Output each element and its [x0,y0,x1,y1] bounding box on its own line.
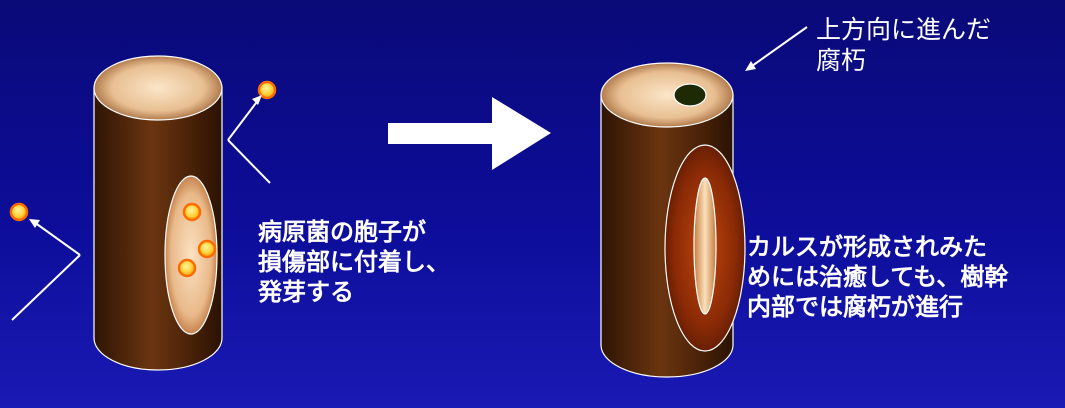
wound-slit [693,177,717,315]
pointer-arrow-icon [227,98,260,141]
pointer-arrow-icon [33,221,81,256]
spore-icon [257,80,277,100]
decaying-trunk [600,62,746,378]
caption-line: 損傷部に付着し、 [258,248,450,276]
right-arrow-icon [388,97,551,170]
arrow-head [745,61,756,71]
caption-line: 発芽する [258,278,354,306]
trunk-top [600,62,734,128]
trajectory-line [227,139,271,184]
arrow-head [252,95,262,105]
trunk-top [93,55,223,121]
spore-icon [182,202,202,222]
spore-flight-lower [9,202,81,321]
decay-pointer [745,26,808,71]
decay-hole-icon [673,83,707,107]
healthy-trunk [93,55,223,371]
caption-line: 病原菌の胞子が [258,218,426,246]
wound-area [164,175,218,335]
callus-decay-caption: カルスが形成されみた めには治癒しても、樹幹 内部では腐朽が進行 [747,232,1008,322]
upward-decay-caption: 上方向に進んだ 腐朽 [816,14,991,76]
trajectory-line [11,254,81,321]
pointer-arrow-icon [751,26,808,67]
caption-line: カルスが形成されみた [747,233,987,261]
spore-icon [9,202,29,222]
arrow-head [29,219,40,228]
spore-flight-upper [227,80,277,184]
spore-icon [197,239,217,259]
caption-line: めには治癒しても、樹幹 [747,263,1009,291]
caption-line: 内部では腐朽が進行 [747,293,963,321]
caption-line: 腐朽 [816,46,867,75]
spore-attachment-caption: 病原菌の胞子が 損傷部に付着し、 発芽する [258,217,450,307]
spore-icon [177,258,197,278]
caption-line: 上方向に進んだ [816,15,992,44]
